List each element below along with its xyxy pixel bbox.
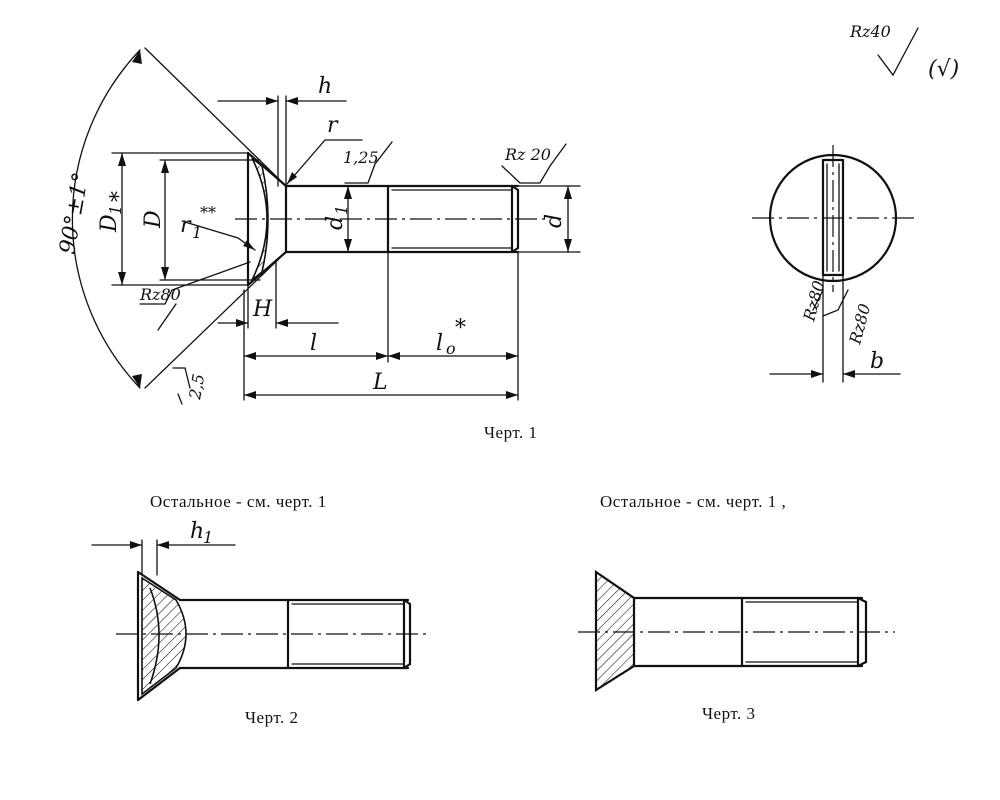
drawing-2-screw-view: Остальное - см. черт. 1 h 1 Черт. 2: [91, 492, 430, 727]
svg-text:d: d: [542, 214, 567, 228]
caption-drawing-3: Черт. 3: [702, 704, 756, 723]
svg-text:(√): (√): [928, 57, 959, 82]
dim-H-label: H: [252, 297, 273, 322]
svg-text:1: 1: [106, 205, 125, 215]
svg-text:**: **: [200, 203, 216, 222]
dim-l-label: l: [310, 331, 317, 356]
drawing-3-screw-view: Остальное - см. черт. 1 , Черт. 3: [578, 492, 895, 723]
svg-text:Rz40: Rz40: [849, 22, 891, 41]
svg-text:Rz80: Rz80: [845, 302, 874, 347]
rz-end-left-label: Rz80: [799, 279, 828, 324]
rz-end-right-label: Rz80: [845, 302, 874, 347]
thread-roughness-label: 1,25: [343, 148, 379, 167]
rz-head-label: Rz80: [139, 285, 181, 304]
drawing-2-note: Остальное - см. черт. 1: [150, 492, 327, 511]
svg-text:l: l: [436, 331, 443, 356]
svg-text:1: 1: [332, 205, 351, 215]
head-recess-section: [251, 157, 269, 281]
svg-text:o: o: [446, 339, 456, 358]
rz-thread-label: Rz 20: [504, 145, 551, 164]
dim-h-label: h: [318, 74, 332, 99]
svg-text:D: D: [141, 210, 166, 229]
dim-r1-label: r 1 **: [180, 203, 216, 242]
svg-text:1: 1: [203, 528, 213, 547]
svg-text:*: *: [455, 316, 466, 341]
drawing-3-note: Остальное - см. черт. 1 ,: [600, 492, 786, 511]
caption-drawing-1: Черт. 1: [484, 423, 538, 442]
dim-l0-label: l o *: [436, 316, 466, 358]
edge-dim-label: 2,5: [185, 372, 208, 401]
dim-r-label: r: [327, 113, 339, 138]
drawing-1-screw-view: h r 1,25 Rz 20 d 1 d D 1 * D r 1 ** Rz80…: [55, 47, 581, 442]
caption-drawing-2: Черт. 2: [245, 708, 299, 727]
svg-text:h: h: [190, 519, 204, 544]
svg-text:90°±1°: 90°±1°: [55, 171, 94, 257]
dim-D1-label: D 1 *: [97, 191, 132, 233]
svg-text:r: r: [180, 213, 192, 238]
dim-b-label: b: [870, 349, 884, 374]
end-view: Rz80 Rz80 b: [752, 145, 915, 383]
dim-d-label: d: [542, 214, 567, 228]
svg-text:1: 1: [192, 223, 202, 242]
general-roughness-mark: Rz40 (√): [849, 22, 959, 82]
svg-text:2,5: 2,5: [185, 372, 208, 401]
dim-D-label: D: [141, 210, 166, 229]
svg-text:d: d: [323, 216, 348, 230]
svg-text:*: *: [107, 191, 132, 202]
dim-d1-label: d 1: [323, 205, 351, 230]
dim-h1-label: h 1: [190, 519, 213, 547]
dim-L-label: L: [372, 370, 388, 395]
angle-label: 90°±1°: [55, 171, 94, 257]
svg-text:D: D: [97, 214, 122, 233]
svg-text:Rz80: Rz80: [799, 279, 828, 324]
